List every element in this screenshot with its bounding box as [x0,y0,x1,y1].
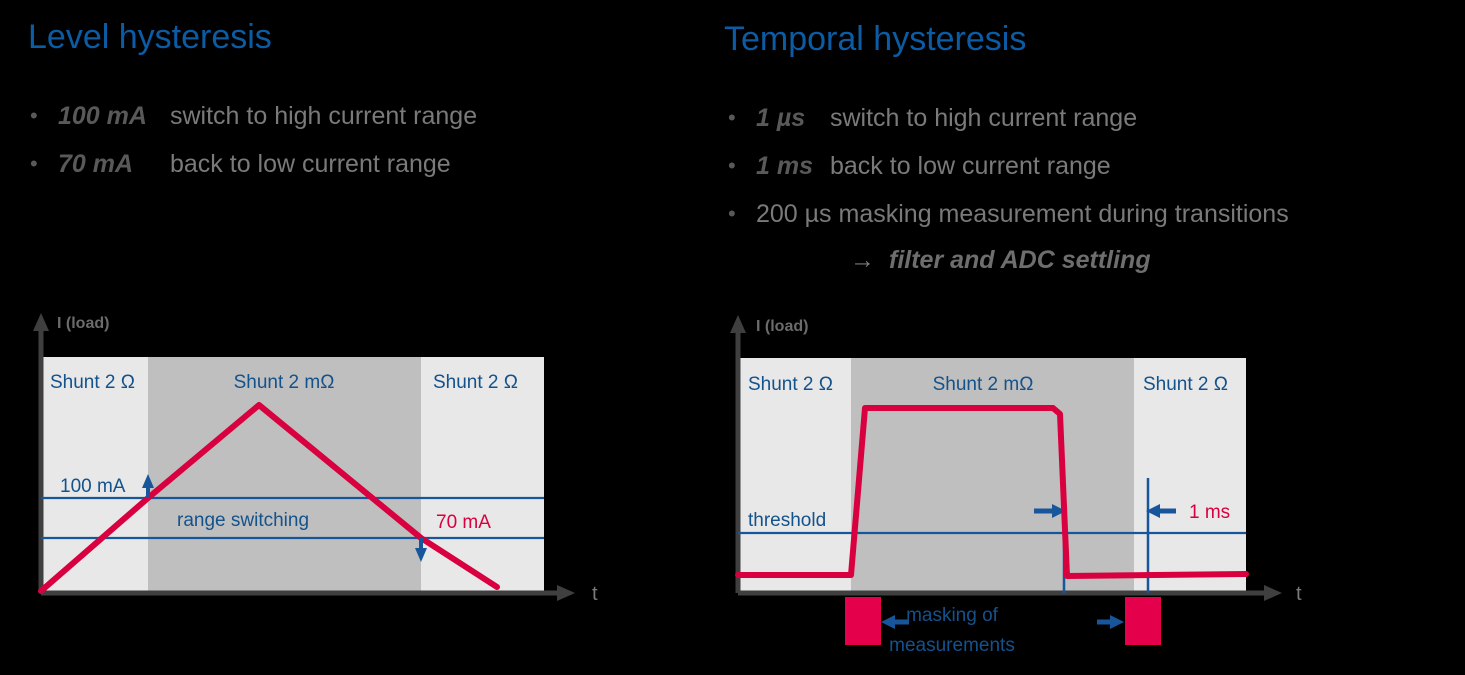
right-arrow-icon: → [850,246,875,274]
list-item: 1 µs switch to high current range [722,94,1462,142]
band-label-shunt-2-mohm: Shunt 2 mΩ [234,372,335,393]
bullet-value: 70 mA [58,150,134,178]
interval-arrow-left-icon [1146,504,1176,518]
signal-curve [38,402,500,594]
band-shunt-2-ohm-left [41,357,148,593]
page-title-level-hysteresis: Level hysteresis [28,18,272,56]
y-axis-label: I (load) [756,318,808,335]
list-item: 1 ms back to low current range [722,142,1462,190]
x-axis-label: t [1296,583,1302,605]
band-shunt-2-ohm-left [738,358,851,593]
bullet-text: switch to high current range [170,102,478,130]
band-label-shunt-2-ohm-left: Shunt 2 Ω [50,372,135,393]
signal-curve [735,405,1249,579]
right-bullet-list: 1 µs switch to high current range 1 ms bac… [722,94,1462,282]
masking-label-line2: measurements [889,635,1015,656]
bullet-text: back to low current range [830,152,1111,180]
left-panel: Level hysteresis 100 mA switch to high cu… [0,0,700,675]
y-axis-arrowhead-icon [730,315,746,333]
bullet-value: 1 µs [756,104,806,132]
y-axis-label: I (load) [57,315,109,332]
band-shunt-2-mohm [851,358,1134,593]
level-hysteresis-chart: Shunt 2 Ω Shunt 2 mΩ Shunt 2 Ω I (load) … [33,313,598,605]
masking-label-line1: masking of [906,605,999,626]
left-bullet-list: 100 mA switch to high current range 70 mA… [24,92,684,188]
x-axis-arrowhead-icon [1264,585,1282,601]
interval-label-1ms: 1 ms [1189,502,1230,523]
masking-bar-rise [845,597,881,645]
down-arrow-icon [415,538,427,562]
bullet-value: 100 mA [58,102,147,130]
subline-filter-adc-settling: → filter and ADC settling [722,238,1462,282]
list-item: 100 mA switch to high current range [24,92,684,140]
masking-arrow-left-icon [881,615,909,629]
range-switching-label: range switching [177,510,309,531]
masking-bar-fall [1125,597,1161,645]
threshold-lower-label: 70 mA [436,512,491,533]
subline-text: filter and ADC settling [889,246,1151,274]
page-title-temporal-hysteresis: Temporal hysteresis [724,20,1027,58]
right-panel: Temporal hysteresis 1 µs switch to high c… [700,0,1465,675]
x-axis-label: t [592,583,598,605]
bullet-text: switch to high current range [830,104,1138,132]
band-shunt-2-mohm [148,357,421,593]
y-axis-arrowhead-icon [33,313,49,331]
band-label-shunt-2-ohm-left: Shunt 2 Ω [748,374,833,395]
bullet-value: 1 ms [756,152,813,180]
threshold-label: threshold [748,510,826,531]
bullet-text: 200 µs masking measurement during transi… [756,200,1289,228]
up-arrow-icon [142,474,154,498]
band-label-shunt-2-ohm-right: Shunt 2 Ω [433,372,518,393]
list-item: 200 µs masking measurement during transi… [722,190,1462,238]
x-axis-arrowhead-icon [557,585,575,601]
bullet-text: back to low current range [170,150,451,178]
list-item: 70 mA back to low current range [24,140,684,188]
band-label-shunt-2-ohm-right: Shunt 2 Ω [1143,374,1228,395]
band-shunt-2-ohm-right [1134,358,1246,593]
temporal-hysteresis-chart: Shunt 2 Ω Shunt 2 mΩ Shunt 2 Ω I (load) … [730,315,1302,656]
band-label-shunt-2-mohm: Shunt 2 mΩ [933,374,1034,395]
masking-arrow-right-icon [1097,615,1124,629]
interval-arrow-right-icon [1034,504,1066,518]
threshold-upper-label: 100 mA [60,476,126,497]
